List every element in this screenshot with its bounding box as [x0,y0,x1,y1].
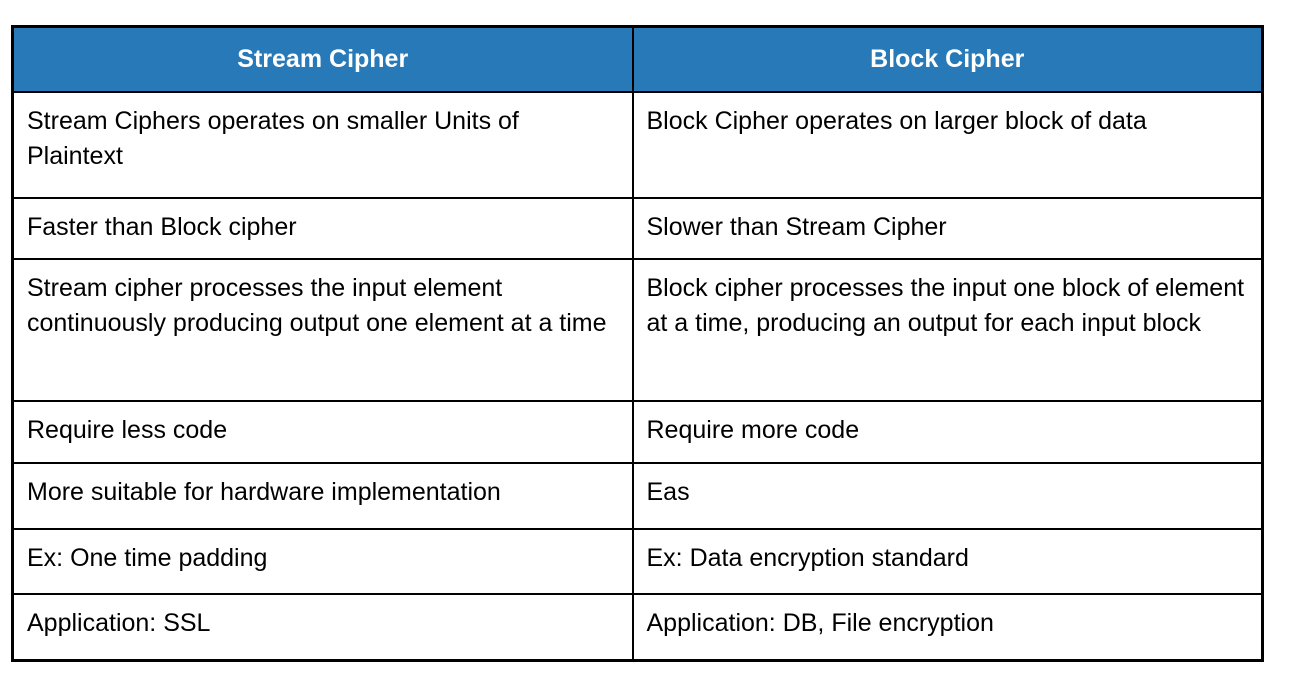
header-row: Stream Cipher Block Cipher [11,25,1264,93]
comparison-table: Stream Cipher Block Cipher Stream Cipher… [11,25,1264,662]
table-row: Ex: One time padding Ex: Data encryption… [11,527,1264,595]
table-row: Stream Ciphers operates on smaller Units… [11,90,1264,199]
cell-block-hardware: Eas [631,461,1264,530]
table-row: Stream cipher processes the input elemen… [11,257,1264,402]
cell-block-processing: Block cipher processes the input one blo… [631,257,1264,402]
table-row: Faster than Block cipher Slower than Str… [11,196,1264,260]
table-body: Stream Ciphers operates on smaller Units… [11,90,1264,662]
cell-stream-hardware: More suitable for hardware implementatio… [11,461,634,530]
header-cell-block-cipher: Block Cipher [631,25,1264,93]
cell-block-speed: Slower than Stream Cipher [631,196,1264,260]
cell-stream-units: Stream Ciphers operates on smaller Units… [11,90,634,199]
cell-stream-example: Ex: One time padding [11,527,634,595]
table-row: Require less code Require more code [11,399,1264,464]
cell-block-units: Block Cipher operates on larger block of… [631,90,1264,199]
cell-stream-speed: Faster than Block cipher [11,196,634,260]
table-row: Application: SSL Application: DB, File e… [11,592,1264,662]
cell-stream-code: Require less code [11,399,634,464]
cell-block-example: Ex: Data encryption standard [631,527,1264,595]
table-row: More suitable for hardware implementatio… [11,461,1264,530]
cell-stream-application: Application: SSL [11,592,634,662]
header-cell-stream-cipher: Stream Cipher [11,25,634,93]
cell-block-application: Application: DB, File encryption [631,592,1264,662]
cell-block-code: Require more code [631,399,1264,464]
table-header: Stream Cipher Block Cipher [11,25,1264,93]
cell-stream-processing: Stream cipher processes the input elemen… [11,257,634,402]
